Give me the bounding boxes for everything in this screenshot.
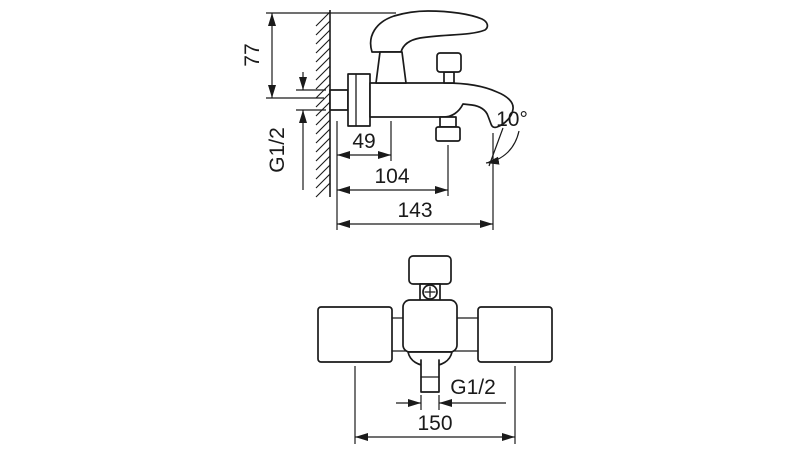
dim-outlet-thread-label: G1/2 [450, 376, 496, 399]
mounting-nut-side [347, 73, 371, 127]
dim-150-label: 150 [417, 412, 452, 435]
diverter-screw-slot [424, 286, 436, 298]
handle-lever-side [369, 10, 489, 53]
side-view: 77 G1/2 49 104 143 10° [241, 10, 528, 230]
left-wall-bracket [317, 306, 393, 363]
dim-143-label: 143 [397, 199, 432, 222]
handle-knob-front [408, 255, 452, 285]
hose-outlet-stem-side [439, 116, 457, 128]
diverter-stem-side [443, 71, 455, 84]
outlet-pipe-front [420, 359, 440, 393]
dim-thread-label: G1/2 [266, 127, 289, 173]
spout-angle-arc [485, 130, 520, 165]
dim-104-label: 104 [374, 165, 409, 188]
wall-hatch [315, 11, 331, 198]
cartridge-base-side [375, 51, 407, 84]
mixer-body-spout-side [369, 82, 514, 129]
diverter-knob-side [436, 52, 462, 73]
inlet-pipe-side [329, 89, 349, 111]
dim-height-label: 77 [241, 43, 264, 66]
front-view: G1/2 150 [317, 255, 553, 444]
right-wall-bracket [477, 306, 553, 363]
dim-49-label: 49 [352, 130, 375, 153]
hose-outlet-nut-side [435, 126, 461, 142]
spout-angle-label: 10° [496, 108, 528, 131]
mixer-body-front [402, 299, 458, 353]
